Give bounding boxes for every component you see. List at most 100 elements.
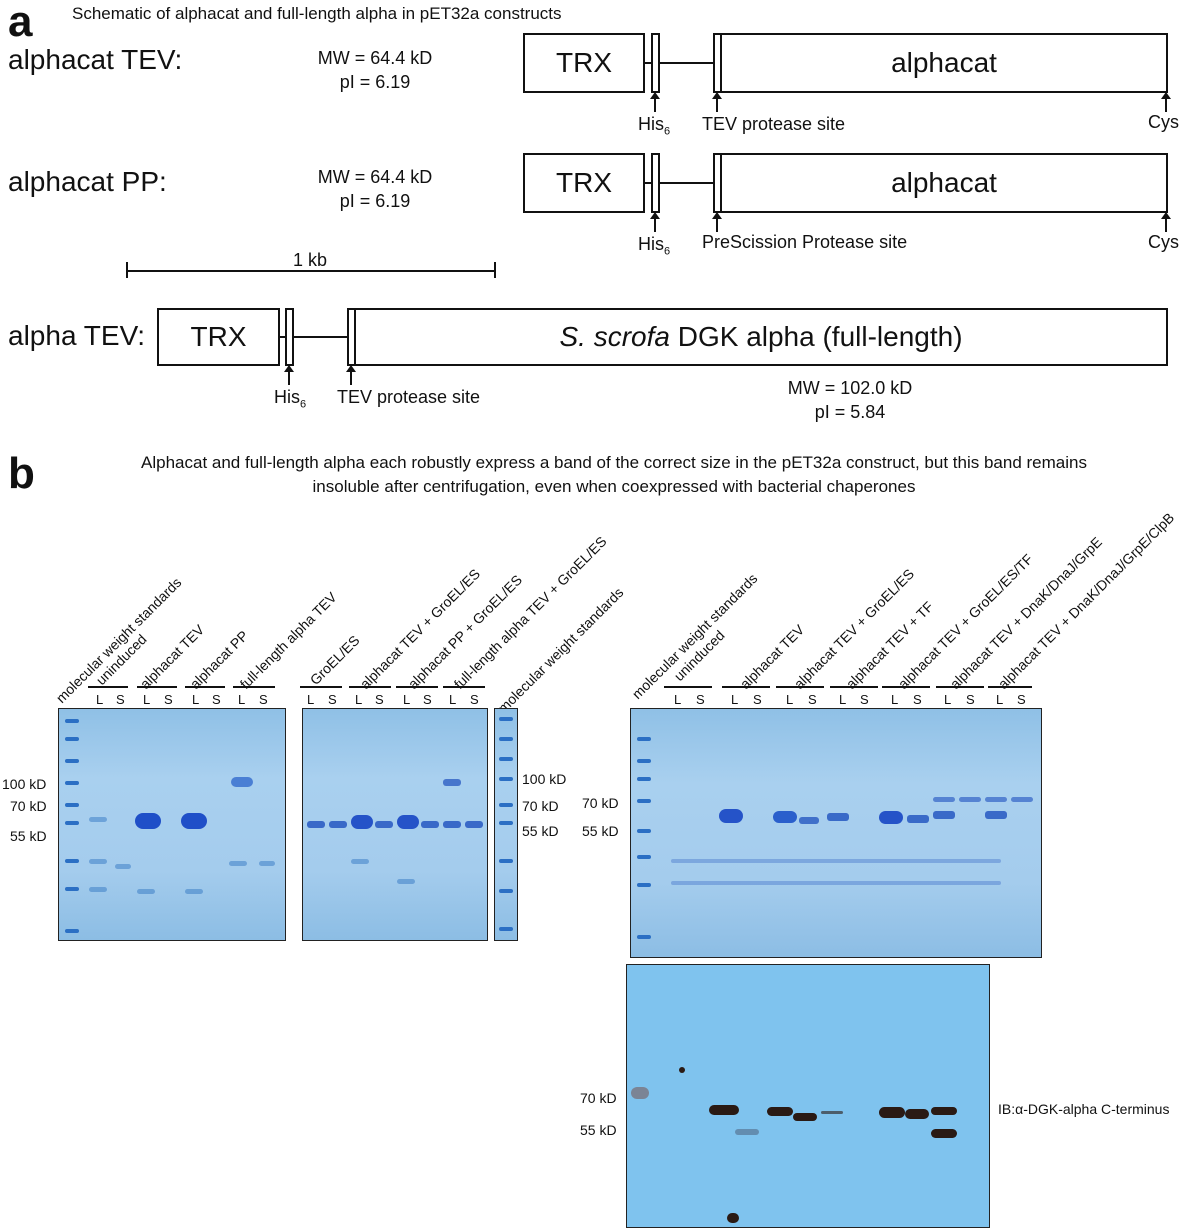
cys-arrow-2 — [1161, 212, 1171, 232]
ladder-band — [499, 757, 513, 761]
gel2-mw-70: 70 kD — [522, 798, 559, 814]
blot-speck — [727, 1213, 739, 1223]
construct-pi-2: pI = 6.19 — [339, 191, 411, 211]
lane-l: L — [786, 692, 794, 707]
ladder-band — [637, 777, 651, 781]
lane-l: L — [238, 692, 246, 707]
his-tag-1 — [651, 33, 660, 93]
gel3-group-underline — [988, 686, 1032, 688]
gel1-mw-100: 100 kD — [2, 776, 47, 792]
site-label-2: PreScission Protease site — [702, 232, 908, 252]
lane-s: S — [1017, 692, 1026, 707]
connector-3a — [280, 336, 287, 338]
lane-l: L — [891, 692, 899, 707]
gel1-group-underline — [233, 686, 275, 688]
western-blot — [626, 964, 990, 1228]
gel2-label-mw-standards: molecular weight standards — [494, 584, 627, 716]
gel-band — [89, 817, 107, 822]
gel2-group-underline — [300, 686, 342, 688]
ladder-band — [499, 889, 513, 893]
lane-s: S — [212, 692, 221, 707]
scale-bar-right-cap — [494, 262, 496, 278]
trx-label: TRX — [190, 321, 247, 352]
blot-band — [931, 1107, 957, 1115]
lane-s: S — [164, 692, 173, 707]
trx-domain-2: TRX — [523, 153, 645, 213]
gel3-group-underline — [882, 686, 930, 688]
domain-name: DGK alpha (full-length) — [669, 321, 963, 352]
lane-s: S — [696, 692, 705, 707]
his-arrow-3 — [284, 365, 294, 385]
gel-band — [443, 779, 461, 786]
blot-band — [931, 1129, 957, 1138]
blot-label: IB:α-DGK-alpha C-terminus — [998, 1101, 1170, 1117]
gel-band — [259, 861, 275, 866]
lane-l: L — [839, 692, 847, 707]
ladder-band — [65, 803, 79, 807]
panel-a-title: Schematic of alphacat and full-length al… — [72, 4, 562, 23]
gel-band — [137, 889, 155, 894]
expressed-band-alphacat-tev-groel — [351, 815, 373, 829]
gel2-group-underline — [396, 686, 438, 688]
lane-l: L — [355, 692, 363, 707]
lane-l: L — [96, 692, 104, 707]
connector-1a — [645, 62, 653, 64]
lane-s: S — [913, 692, 922, 707]
site-label-3: TEV protease site — [337, 387, 481, 407]
lane-s: S — [860, 692, 869, 707]
alphacat-domain-1: alphacat — [720, 33, 1168, 93]
ladder-band — [499, 927, 513, 931]
gel-band — [89, 859, 107, 864]
gel-3 — [630, 708, 1042, 958]
panel-b-title-line1: Alphacat and full-length alpha each robu… — [141, 453, 1087, 472]
lane-l: L — [192, 692, 200, 707]
expressed-band-alphacat-pp — [181, 813, 207, 829]
lane-s: S — [423, 692, 432, 707]
ladder-band — [499, 821, 513, 825]
gel-band — [827, 813, 849, 821]
panel-a-letter: a — [8, 0, 33, 46]
ladder-band — [499, 717, 513, 721]
full-mw: MW = 102.0 kD — [787, 378, 913, 398]
cys-label-2: Cys — [1148, 232, 1179, 252]
gel-band — [397, 879, 415, 884]
blot-band — [767, 1107, 793, 1116]
gel3-mw-55: 55 kD — [582, 823, 619, 839]
ladder-band — [637, 935, 651, 939]
lane-s: S — [328, 692, 337, 707]
expressed-band-alphacat-tev — [135, 813, 161, 829]
gel-band — [375, 821, 393, 828]
trx-label: TRX — [556, 167, 612, 198]
ladder-band — [65, 719, 79, 723]
blot-band — [709, 1105, 739, 1115]
alphacat-domain-2: alphacat — [720, 153, 1168, 213]
trx-domain-3: TRX — [157, 308, 280, 366]
ladder-band — [65, 737, 79, 741]
gel-band — [933, 811, 955, 819]
gel3-label-tev-dnak-clpb: alphacat TEV + DnaK/DnaJ/GrpE/ClpB — [994, 509, 1178, 692]
gel-band — [89, 887, 107, 892]
blot-band — [879, 1107, 905, 1118]
gel-band — [351, 859, 369, 864]
site-label-1: TEV protease site — [702, 114, 846, 134]
gel3-group-underline — [936, 686, 984, 688]
blot-band — [905, 1109, 929, 1119]
cys-arrow-1 — [1161, 92, 1171, 112]
blot-band — [821, 1111, 843, 1114]
gel-band — [985, 811, 1007, 819]
gel2-mw-55: 55 kD — [522, 823, 559, 839]
his-label-2: His6 — [638, 234, 671, 258]
blot-mw-55: 55 kD — [580, 1122, 617, 1138]
expressed-band — [719, 809, 743, 823]
gel-band — [229, 861, 247, 866]
gel2-group-underline — [349, 686, 391, 688]
gel2-group-underline — [443, 686, 485, 688]
ladder-band — [499, 859, 513, 863]
scale-bar-left-cap — [126, 262, 128, 278]
cys-label-1: Cys — [1148, 112, 1179, 132]
expressed-band — [879, 811, 903, 824]
linker-1 — [660, 62, 714, 64]
blot-band — [793, 1113, 817, 1121]
gel-2 — [302, 708, 488, 941]
gel-band — [799, 817, 819, 824]
